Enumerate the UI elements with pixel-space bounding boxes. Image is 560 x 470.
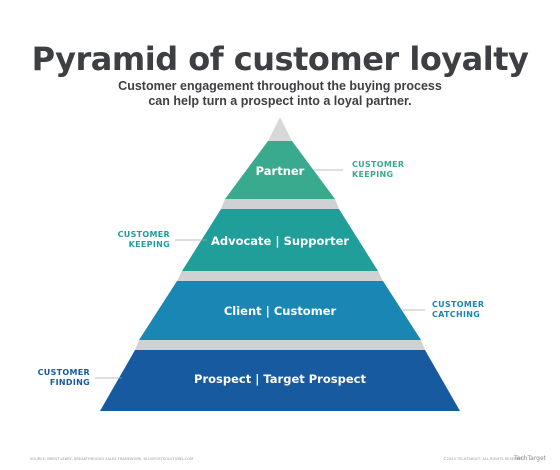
subtitle-line-1: Customer engagement throughout the buyin… bbox=[118, 79, 442, 93]
tier-label-partner: Partner bbox=[255, 164, 305, 178]
techtarget-logo: TechTarget bbox=[514, 455, 547, 462]
side-label-partner: CUSTOMER KEEPING bbox=[352, 160, 404, 180]
side-label-line: CUSTOMER bbox=[432, 300, 485, 309]
side-label-line: CUSTOMER bbox=[37, 368, 90, 377]
pyramid-shelf bbox=[177, 271, 383, 281]
side-label-prospect: CUSTOMER FINDING bbox=[38, 368, 90, 388]
side-label-line: FINDING bbox=[49, 378, 90, 387]
pyramid-apex bbox=[268, 117, 292, 141]
tier-label-advocate: Advocate | Supporter bbox=[210, 234, 350, 248]
copyright-note: ©2023 TECHTARGET. ALL RIGHTS RESERVED bbox=[443, 457, 524, 461]
side-label-line: CUSTOMER bbox=[352, 160, 405, 169]
tier-label-client: Client | Customer bbox=[223, 304, 337, 318]
side-label-line: KEEPING bbox=[128, 240, 170, 249]
side-label-line: KEEPING bbox=[352, 170, 394, 179]
side-label-line: CATCHING bbox=[432, 310, 481, 319]
pyramid-shelf bbox=[221, 199, 339, 209]
side-label-advocate: CUSTOMER KEEPING bbox=[118, 230, 170, 250]
source-note: SOURCE: BRENT LEARY, BREAKTHROUGH SALES … bbox=[30, 457, 194, 461]
side-label-line: CUSTOMER bbox=[117, 230, 170, 239]
subtitle-line-2: can help turn a prospect into a loyal pa… bbox=[148, 94, 412, 108]
tier-label-prospect: Prospect | Target Prospect bbox=[194, 372, 366, 386]
subtitle: Customer engagement throughout the buyin… bbox=[0, 79, 560, 109]
tier-advocate bbox=[182, 209, 378, 271]
pyramid-shelf bbox=[135, 340, 425, 350]
tier-client bbox=[139, 281, 421, 340]
tier-prospect bbox=[100, 350, 460, 411]
tier-partner bbox=[225, 141, 335, 199]
page-title: Pyramid of customer loyalty bbox=[31, 40, 529, 78]
side-label-client: CUSTOMER CATCHING bbox=[432, 300, 484, 320]
